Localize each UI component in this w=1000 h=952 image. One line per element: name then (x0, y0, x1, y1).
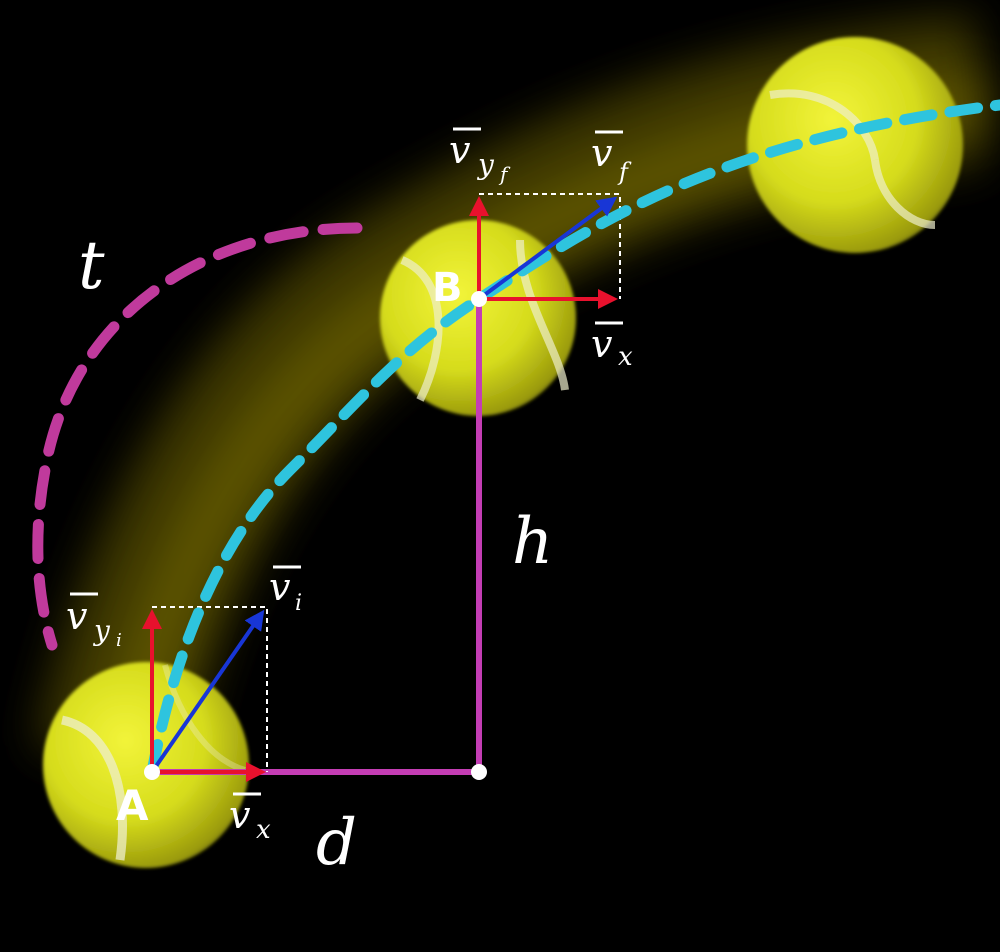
time-arc (32, 222, 363, 651)
svg-text:v: v (66, 594, 88, 638)
label-vy-initial: v y i (66, 592, 122, 651)
label-v-initial: v i (269, 565, 302, 616)
tennis-ball-c (747, 37, 963, 253)
label-vx-a: v x (229, 792, 271, 845)
vector-v-final (477, 196, 618, 301)
guide-rect-a (152, 606, 268, 772)
label-time: t (78, 227, 105, 304)
svg-text:v: v (591, 322, 613, 366)
svg-text:x: x (618, 342, 633, 372)
point-b-label: B (432, 265, 463, 311)
tennis-ball-a (43, 662, 249, 868)
svg-text:y: y (92, 614, 111, 647)
label-height: h (512, 505, 553, 579)
svg-text:v: v (229, 793, 251, 837)
trajectory-path (146, 99, 1000, 778)
svg-text:v: v (269, 565, 291, 609)
point-a-dot (144, 764, 160, 780)
vector-v-initial (150, 609, 265, 774)
svg-text:i: i (295, 591, 302, 616)
point-a-label: A (116, 781, 149, 830)
svg-text:x: x (256, 815, 271, 845)
svg-text:y: y (476, 148, 495, 181)
point-b-dot (471, 291, 487, 307)
label-vx-b: v x (591, 321, 633, 372)
svg-text:v: v (591, 131, 613, 175)
svg-text:v: v (449, 128, 471, 172)
label-distance: d (316, 806, 357, 880)
svg-text:i: i (116, 630, 122, 651)
guide-rect-b (479, 193, 621, 299)
corner-dot (471, 764, 487, 780)
